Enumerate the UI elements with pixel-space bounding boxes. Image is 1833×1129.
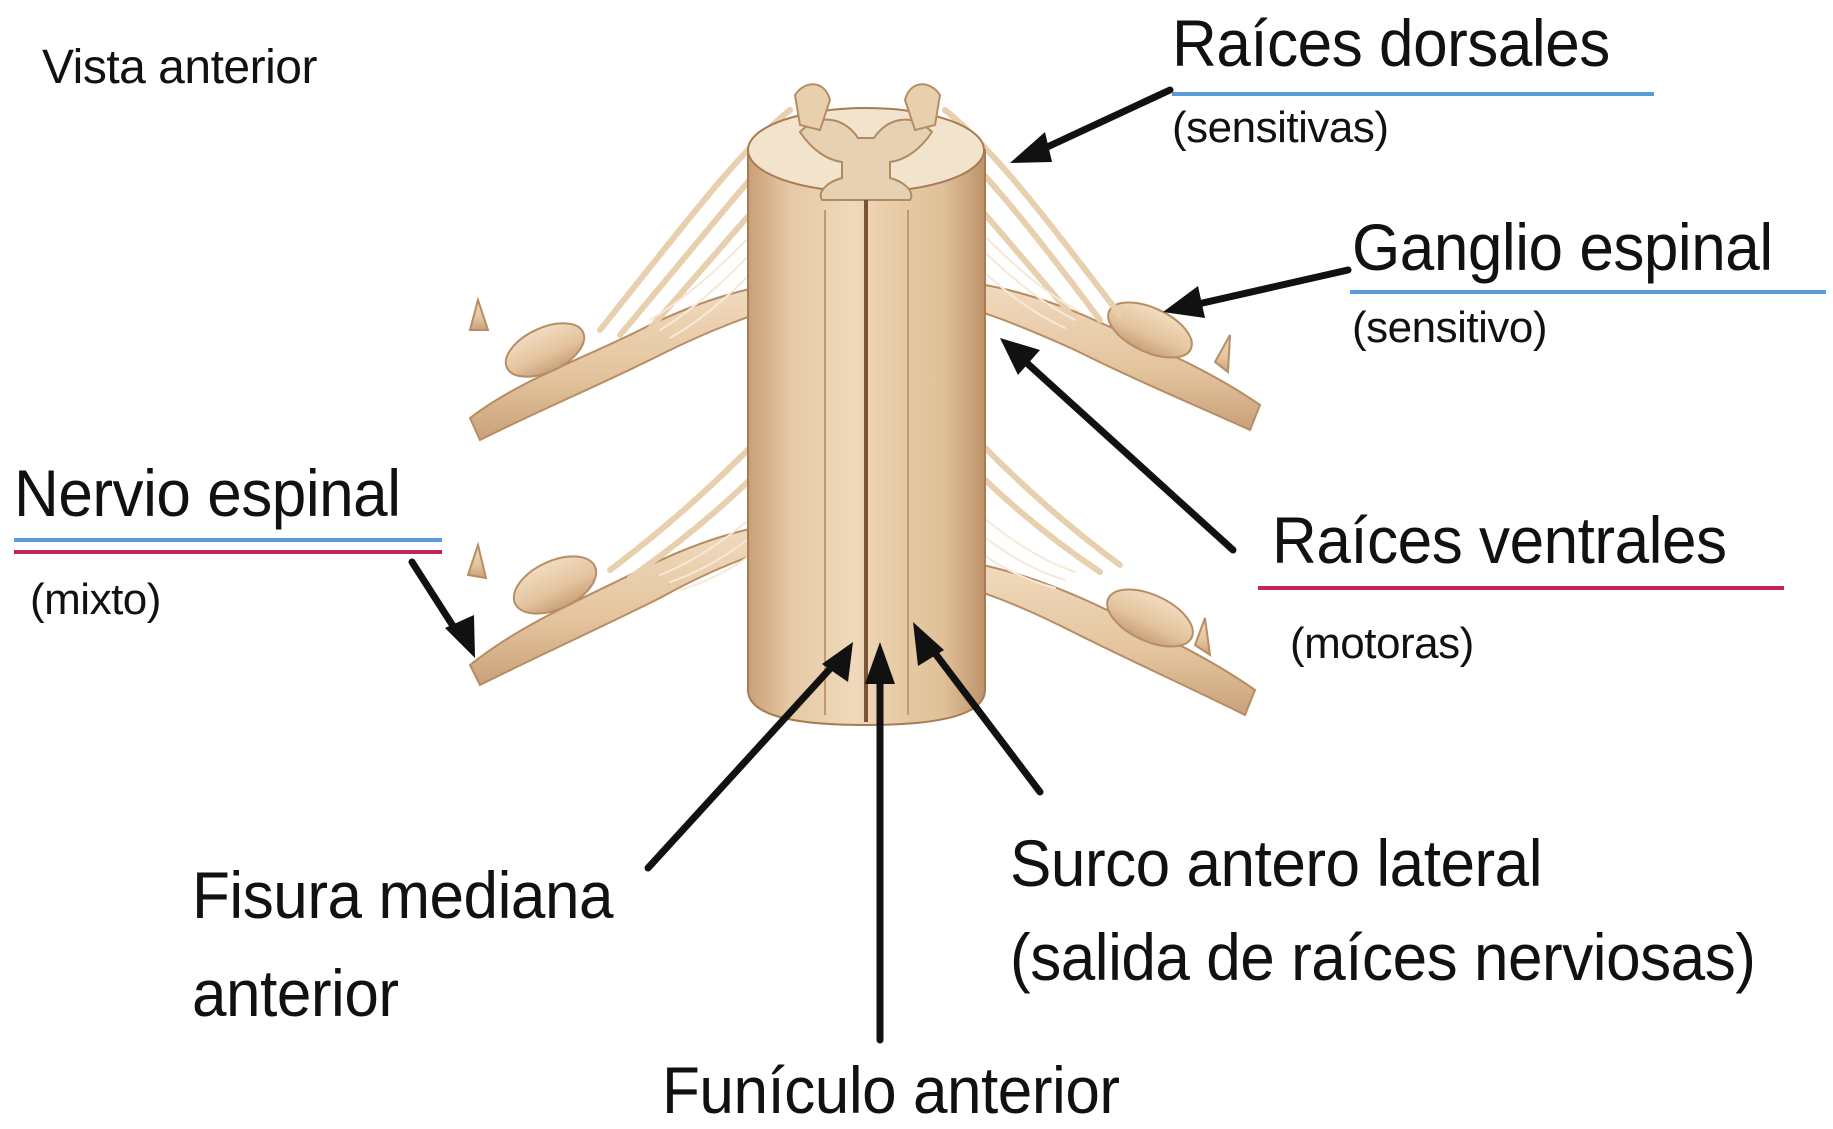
spinal-nerve-underline-red [14, 550, 442, 554]
dorsal-roots-underline [1172, 92, 1654, 96]
view-label: Vista anterior [42, 42, 317, 94]
median-fissure-label-line2: anterior [192, 958, 399, 1029]
arrow-ganglion [1185, 270, 1348, 307]
ventral-roots-sublabel: (motoras) [1290, 620, 1474, 668]
sulcus-label-line2: (salida de raíces nerviosas) [1010, 922, 1755, 993]
ventral-roots-label: Raíces ventrales [1272, 505, 1727, 576]
dorsal-roots-sublabel: (sensitivas) [1172, 104, 1389, 152]
spinal-nerve-label: Nervio espinal [14, 458, 401, 529]
dorsal-roots-label: Raíces dorsales [1172, 8, 1610, 79]
ganglion-label: Ganglio espinal [1352, 212, 1773, 283]
arrow-median-fissure [648, 660, 838, 868]
ganglion-sublabel: (sensitivo) [1352, 304, 1547, 352]
spinal-nerve-sublabel: (mixto) [30, 576, 161, 624]
median-fissure-label-line1: Fisura mediana [192, 860, 613, 931]
spinal-nerve-underline-blue [14, 538, 442, 542]
ventral-roots-underline [1258, 586, 1784, 590]
spinal-cord [748, 108, 985, 725]
arrow-dorsal-roots [1030, 90, 1170, 155]
funiculus-label: Funículo anterior [662, 1055, 1120, 1126]
ganglion-underline [1350, 290, 1826, 294]
sulcus-label-line1: Surco antero lateral [1010, 828, 1542, 899]
